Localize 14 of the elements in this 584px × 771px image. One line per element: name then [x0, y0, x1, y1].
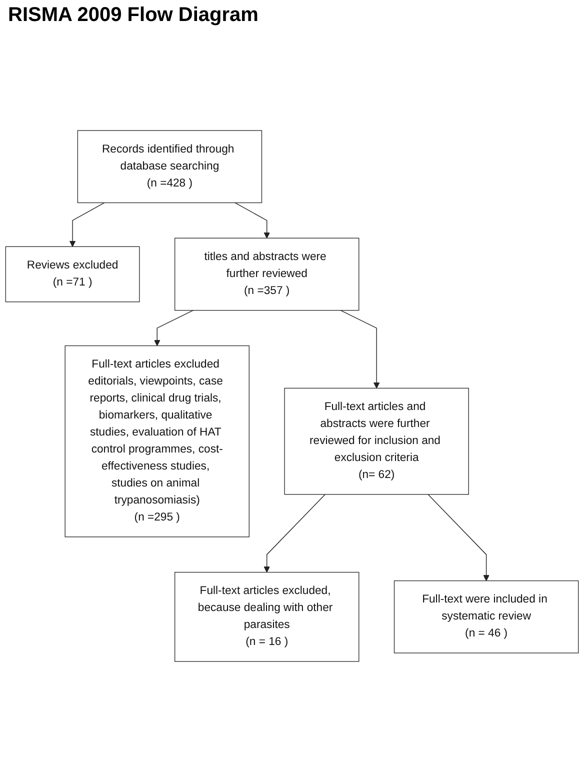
node-box: Full-text articles excluded editorials, viewpoints, case reports, clinical drug trials, biomarkers, qualitative studies, evaluation of HAT control programmes, cost-effectiveness studies, studies on animal trypanosomiasis) (n =295 ) — [64, 345, 250, 538]
arrow — [69, 202, 105, 247]
node-box: Full-text articles and abstracts were further reviewed for inclusion and exclusion criteria (n= 62) — [284, 388, 469, 495]
arrow — [340, 310, 380, 388]
node-box: Full-text were included in systematic review (n = 46 ) — [394, 580, 579, 654]
node-box: Reviews excluded (n =71 ) — [5, 246, 140, 302]
node-box: Full-text articles excluded, because dealing with other parasites (n = 16 ) — [174, 572, 360, 662]
arrow — [264, 494, 326, 573]
diagram-title: RISMA 2009 Flow Diagram — [8, 4, 258, 27]
arrow — [234, 202, 270, 238]
node-box: titles and abstracts were further reviewed (n =357 ) — [174, 238, 360, 311]
arrow — [428, 494, 490, 582]
node-box: Records identified through database searching (n =428 ) — [77, 130, 262, 204]
arrow — [154, 310, 194, 346]
